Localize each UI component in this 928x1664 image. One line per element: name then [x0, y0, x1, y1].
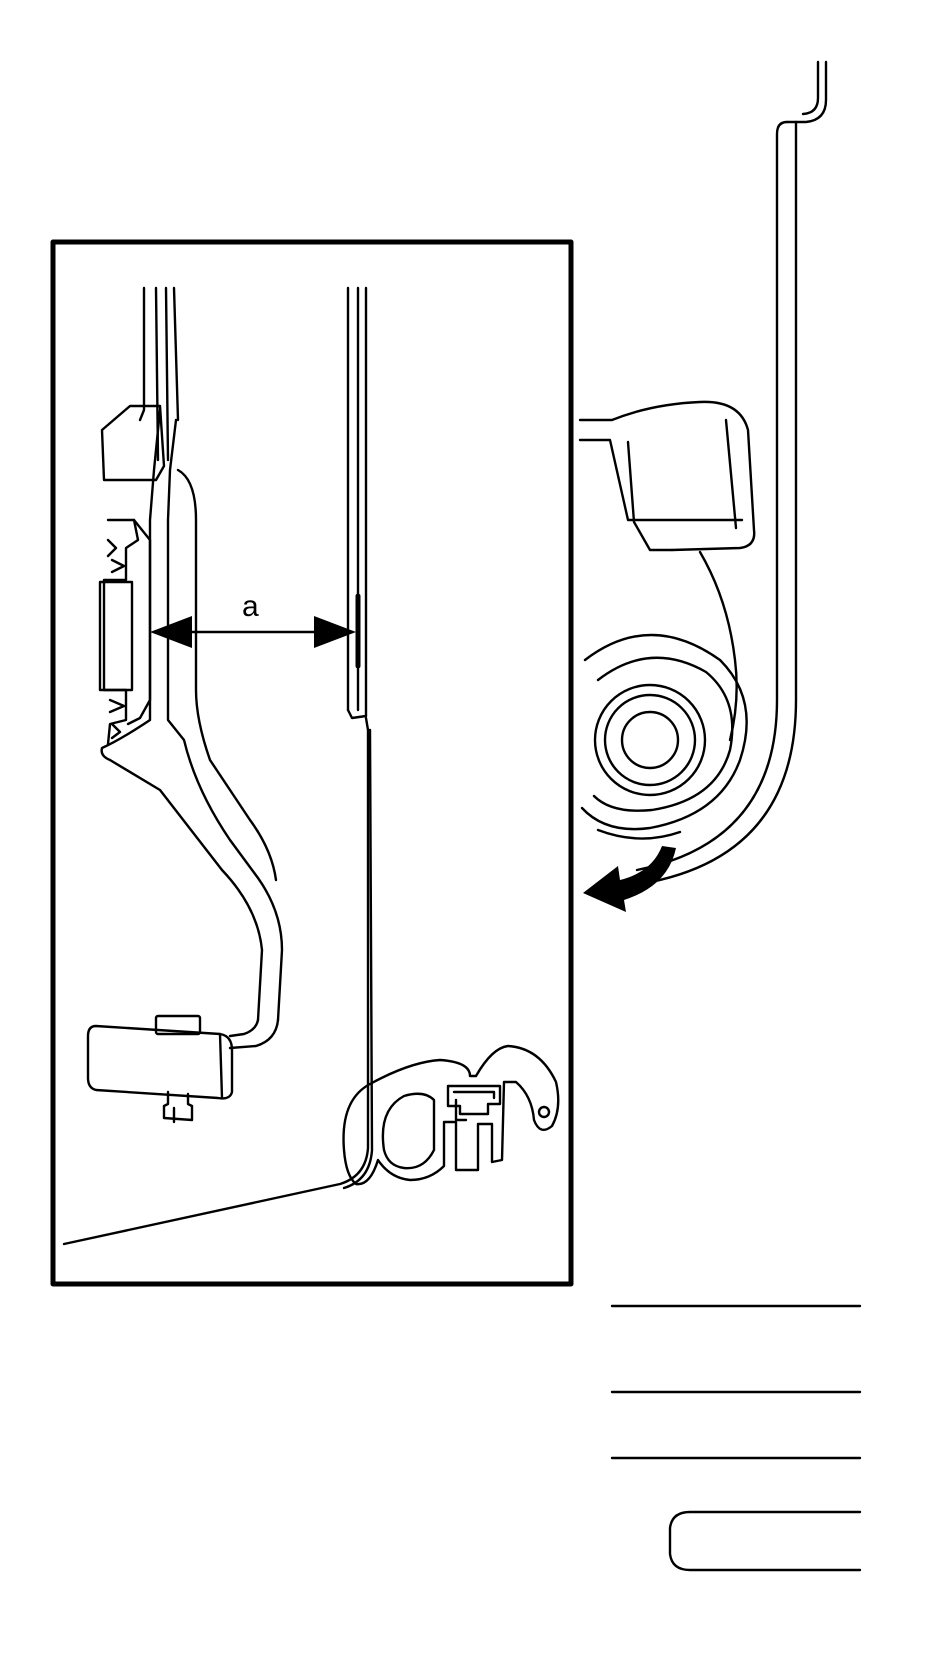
pivot-ring-2 [592, 656, 734, 812]
clip-stack-right [126, 518, 152, 726]
clip-teeth [106, 538, 126, 740]
bracket-web [626, 440, 674, 552]
mount-stud [162, 1090, 194, 1122]
trim-panel [346, 286, 368, 720]
bracket-top-plate [578, 400, 756, 552]
mount-block-inner [218, 1032, 224, 1100]
bracket-profile-right [166, 418, 284, 1022]
sheet-edge [62, 716, 370, 1246]
pivot-ring-outer [580, 633, 748, 831]
mount-arm [228, 1018, 280, 1050]
dimension-a: a [150, 590, 356, 648]
bracket-profile-inner [176, 468, 278, 882]
overall-view [578, 60, 862, 1572]
rotation-arrow-body [583, 846, 676, 912]
seal-channel [446, 1084, 502, 1116]
pivot-lower-rim [596, 828, 682, 840]
dimension-a-arrow-left [150, 616, 192, 648]
seal-inner-loop [381, 1092, 436, 1170]
dimension-a-label: a [242, 590, 259, 623]
panel-top-hook-inner [801, 60, 820, 116]
pivot-ring-3 [593, 683, 707, 797]
trim-clip-block [100, 404, 166, 482]
clip-body [98, 580, 134, 692]
sheet-edge-inner [342, 728, 374, 1190]
clip-stack [98, 518, 152, 746]
pivot-ring-4 [603, 693, 697, 787]
mount-nut-top [154, 1014, 202, 1036]
rotation-arrow [583, 846, 676, 912]
part-rounded-end [668, 1510, 862, 1572]
seal-channel-inner [452, 1090, 496, 1122]
pivot-ring-inner [620, 710, 680, 770]
pivot-assembly [580, 633, 748, 840]
seal-bead [537, 1105, 551, 1119]
lower-mount [86, 1014, 280, 1124]
panel-inner-edge [638, 120, 798, 886]
detail-view: a [50, 239, 574, 1287]
detail-frame [50, 239, 574, 1287]
mount-block [86, 1024, 234, 1100]
dimension-a-arrow-right [314, 616, 356, 648]
trim-strips [138, 286, 180, 462]
bracket-top-inner [578, 438, 744, 522]
panel-outer-edge [635, 120, 789, 872]
panel-top-hook [785, 60, 828, 124]
trim-strip-a [138, 286, 146, 422]
bracket-edge [724, 418, 738, 530]
clip-stack-left [102, 518, 140, 746]
seal-outer [342, 1044, 560, 1186]
trim-strip-d [172, 286, 180, 422]
trim-strip-c [164, 286, 170, 462]
trim-panel-bend [346, 708, 368, 720]
bracket-strut [698, 550, 738, 742]
weatherstrip-seal [342, 1044, 560, 1186]
bracket-profile-left [100, 408, 264, 1022]
